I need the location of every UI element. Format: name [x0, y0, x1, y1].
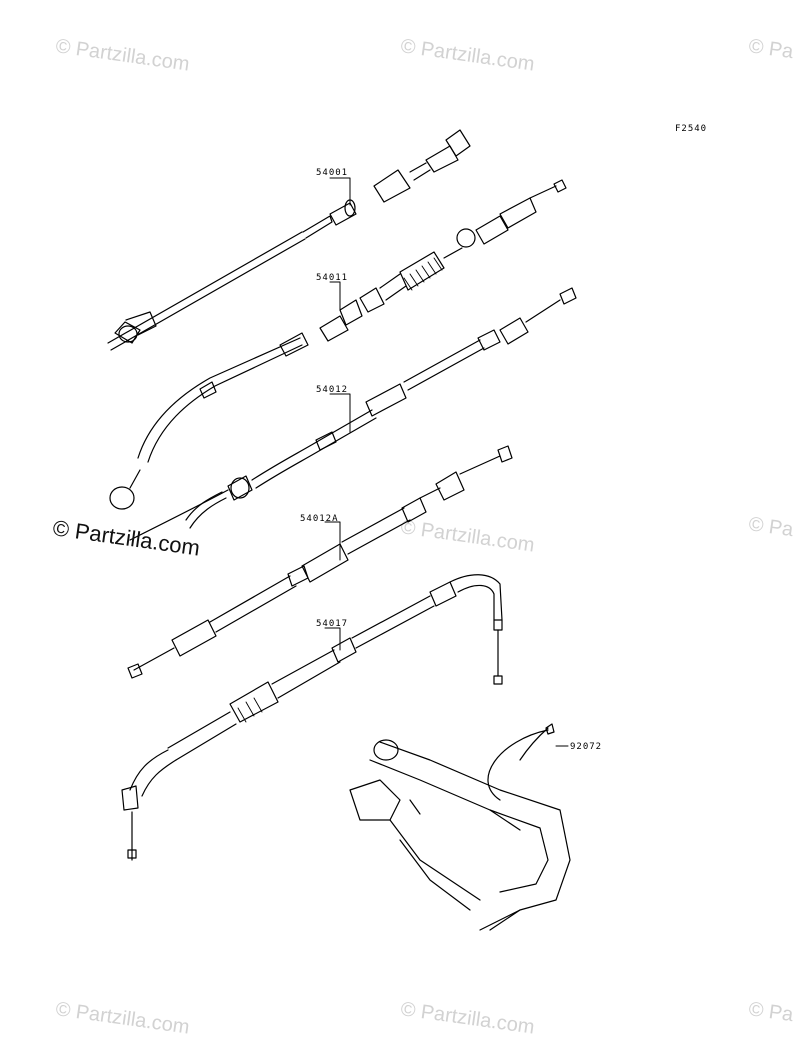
cable-54017	[121, 574, 503, 861]
watermark-text: © Pa	[747, 35, 795, 63]
leader-lines	[324, 177, 569, 747]
part-number-label: 54012	[316, 385, 348, 395]
part-number-label: 54011	[316, 273, 348, 283]
watermark-text: © Partzilla.com	[54, 998, 191, 1039]
part-number-label: 92072	[570, 742, 602, 752]
watermark-text: © Partzilla.com	[54, 35, 191, 76]
part-number-label: 54012A	[300, 514, 339, 524]
watermark-main: © Partzilla.com	[51, 515, 201, 560]
cable-54011	[109, 179, 567, 510]
part-number-label: 54001	[316, 168, 348, 178]
frame-with-band-92072	[349, 723, 571, 931]
watermark-text: © Partzilla.com	[399, 516, 536, 557]
cable-54012	[129, 287, 577, 541]
watermark-text: © Partzilla.com	[399, 35, 536, 76]
cable-54012a	[127, 445, 513, 679]
part-number-label: 54017	[316, 619, 348, 629]
figure-code: F2540	[675, 124, 707, 134]
cable-54001	[107, 129, 471, 351]
watermark-text: © Partzilla.com	[399, 998, 536, 1039]
watermark-text: © Pa	[747, 513, 795, 541]
watermark-text: © Pa	[747, 998, 795, 1026]
